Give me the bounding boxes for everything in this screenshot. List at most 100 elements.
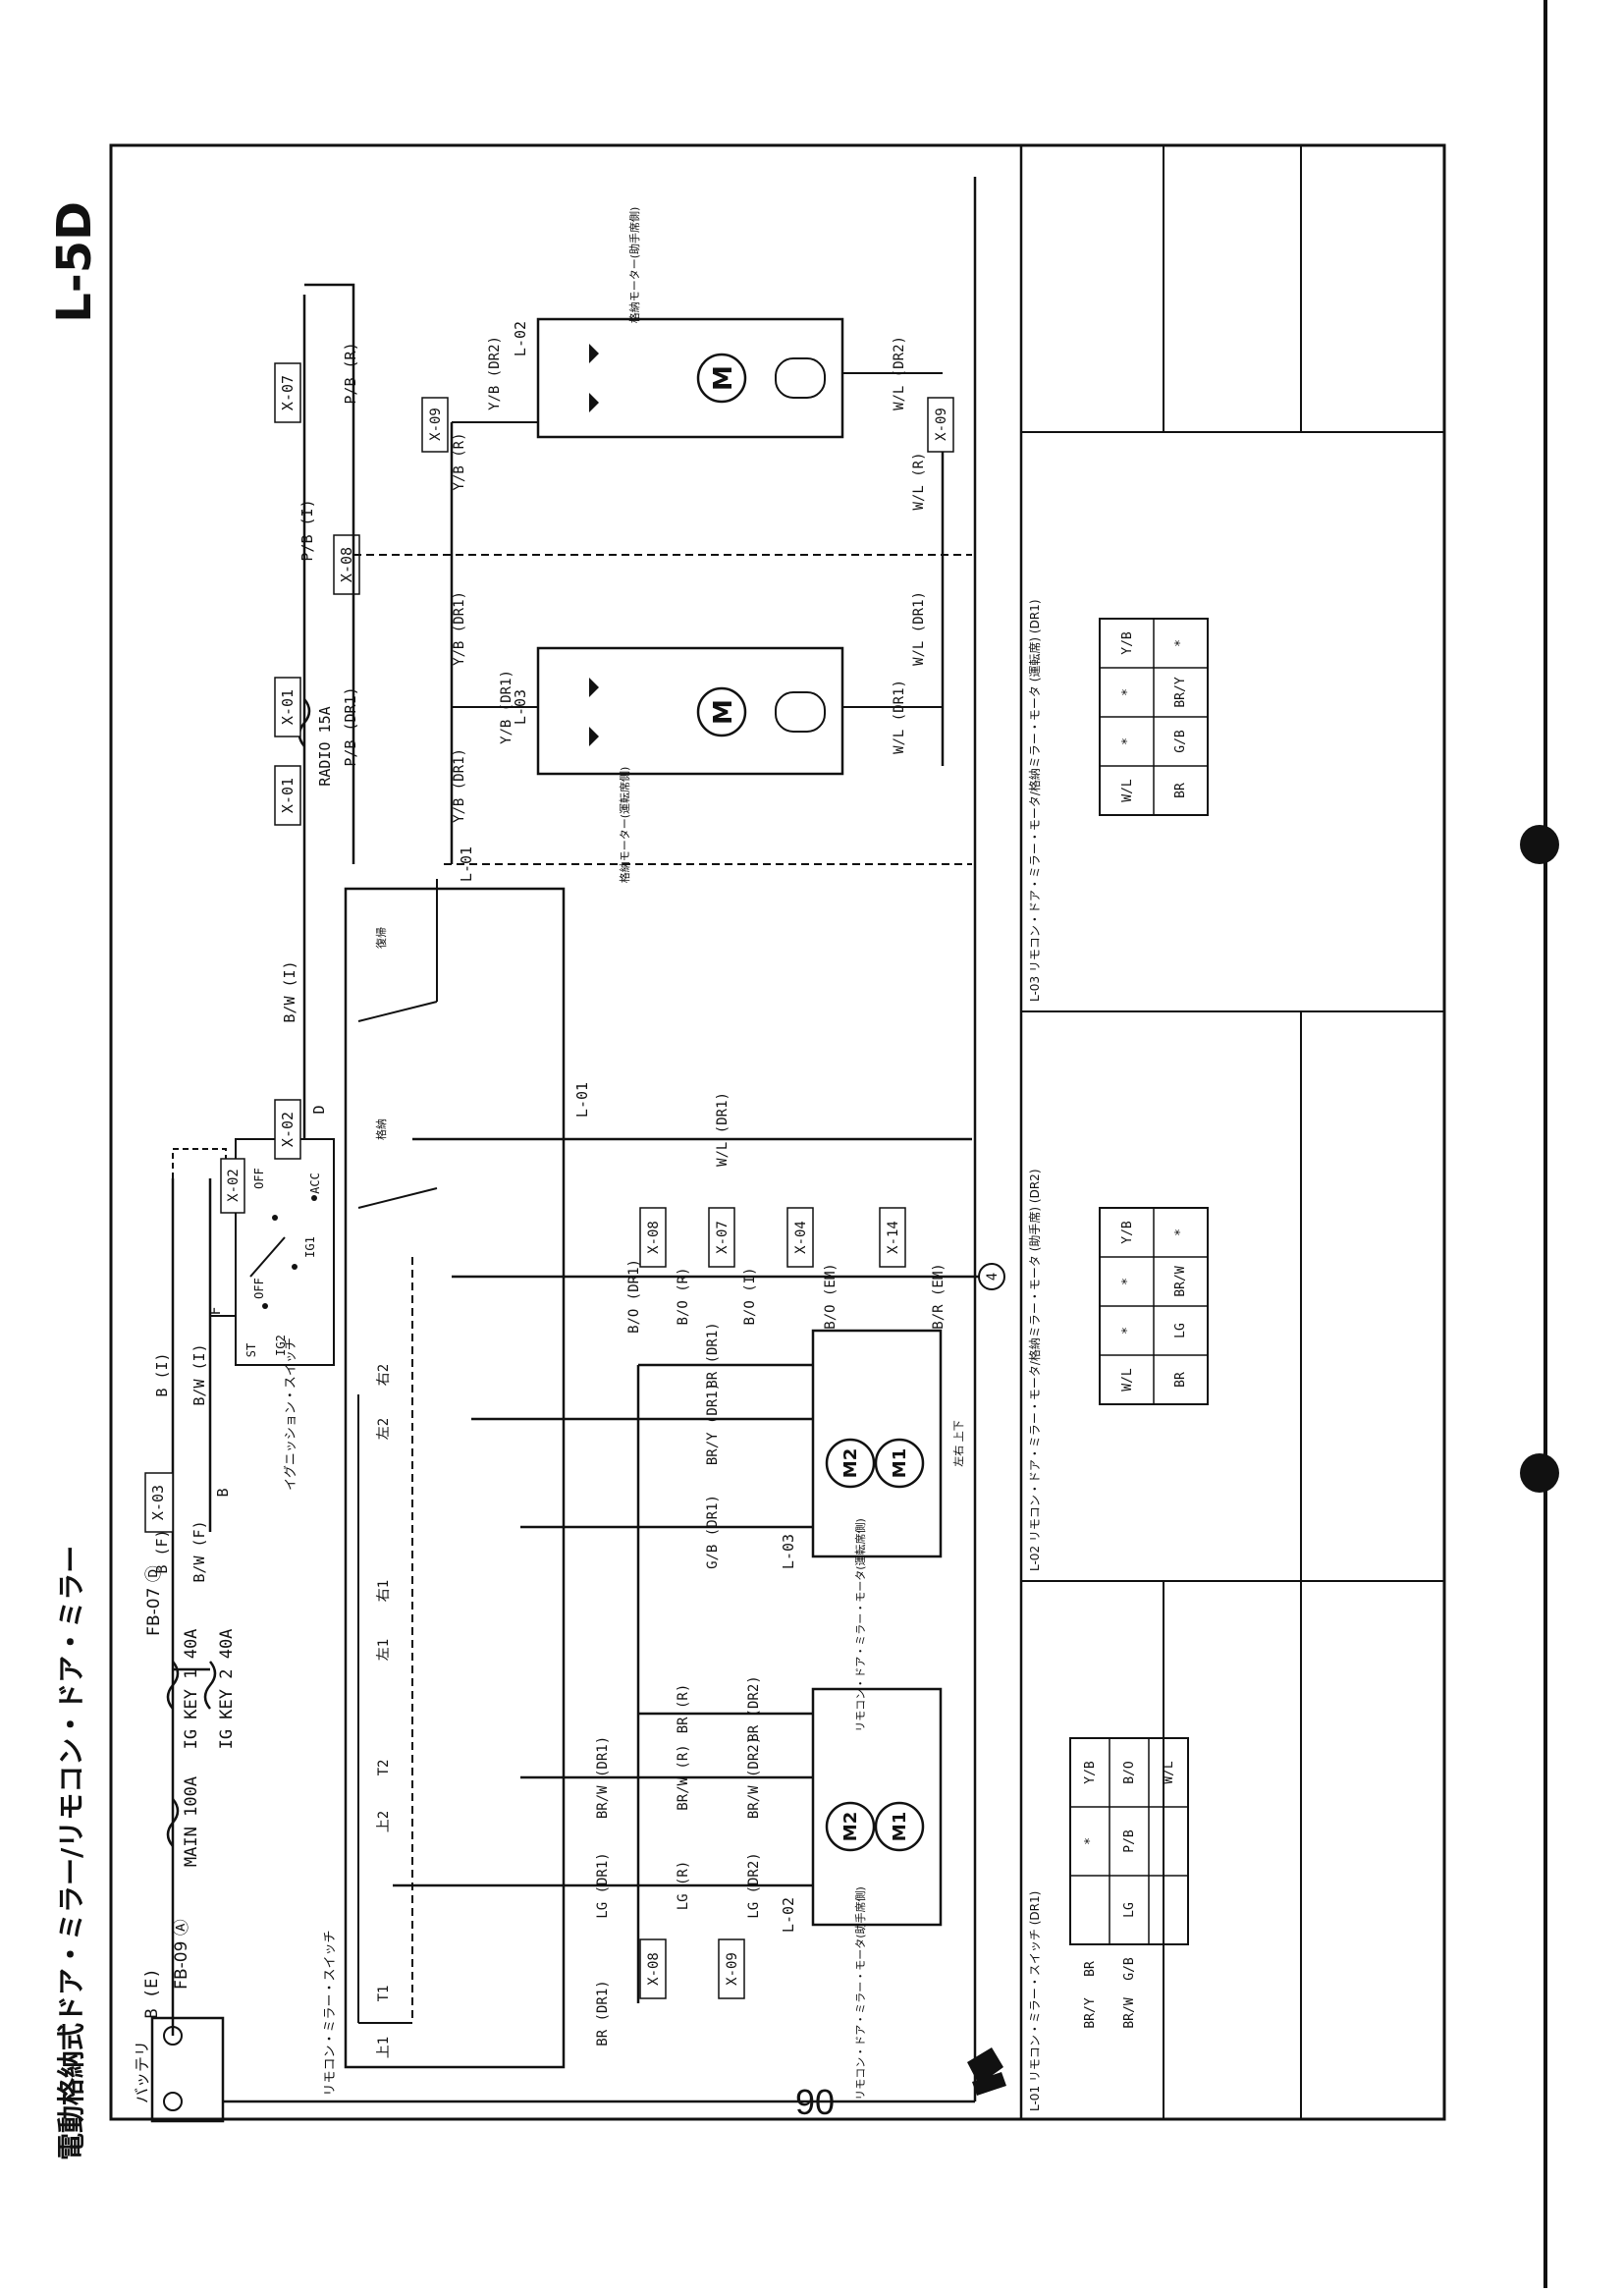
x02-top-connector [220,1158,245,1214]
l02-cell-0: W/L [1120,1368,1135,1392]
wire-bw-ign: B/W (I) [281,960,298,1022]
x14-connector [879,1207,906,1268]
wire-br-r: BR (R) [676,1684,691,1734]
radio-fuse-icon [298,698,311,747]
l01-cell-7: LG [1122,1902,1137,1918]
l02-motor-label: 格納モーター(助手席側) [627,207,641,324]
wire-b: B [214,1488,232,1497]
x08-mid-connector [639,1207,667,1268]
wire-wl-dr1-a: W/L (DR1) [911,591,927,666]
sw-r1: 右1 [376,1580,392,1602]
ig2-contact [262,1303,268,1309]
switch-conn-l01: L-01 [458,846,475,882]
ig-key1-fuse-icon [166,1661,180,1710]
x02-top-label: X-02 [226,1169,242,1202]
pb-loop-wire [304,283,355,864]
main-fuse-icon [166,1798,180,1847]
x08-bottom-connector [639,1938,667,1999]
l03-cell-3: Y/B [1120,631,1135,655]
ign-off: OFF [252,1278,266,1299]
l02-caption: L-02 リモコン・ドア・ミラー・モータ/格納ミラー・モータ (助手席) (DR… [1027,1169,1042,1571]
sw-t2: T2 [376,1760,392,1776]
wire-gb-dr1: G/B (DR1) [705,1495,721,1569]
retract-motor-l02-icon [696,353,747,404]
l03-cell-7: BR/Y [1173,677,1188,707]
l01-cell-5: BR/W [1122,1997,1137,2028]
wire-yb-dr1-a: Y/B (DR1) [452,748,467,823]
remote-as-m1: M1 [890,1812,910,1841]
wire-brw-dr1: BR/W (DR1) [595,1736,611,1819]
wire-yb-dr1-b: Y/B (DR1) [452,591,467,666]
wire-wl-r: W/L (R) [911,452,927,510]
wire-b-f: B (F) [153,1529,171,1573]
ig1-contact [292,1264,298,1270]
ign-ig2: IG2 [274,1335,288,1356]
ground-point-4 [978,1263,1005,1290]
ig-key2-fuse-icon [203,1661,217,1710]
wire-yb-dr2: Y/B (DR2) [487,336,503,410]
x07-label: X-07 [279,375,297,410]
sw-l2: 左2 [376,1418,392,1440]
wire-lg-r: LG (R) [676,1861,691,1911]
ign-contact-arm [249,1236,286,1278]
battery [150,2016,225,2123]
wire-br-dr2: BR (DR2) [746,1675,762,1741]
remote-motor-dr-m2-icon [825,1438,876,1489]
ign-off-2: OFF [252,1168,266,1189]
sw-l1: 左1 [376,1639,392,1661]
ig-key1-label: IG KEY 1 40A [182,1629,201,1750]
remote-motor-dr-m1-icon [874,1438,925,1489]
retract-motor-l03-icon [696,686,747,737]
wire-bo-i: B/O (I) [742,1267,758,1325]
remote-as-label: リモコン・ドア・ミラー・モータ(助手席側) [853,1886,867,2101]
remote-dr-label: リモコン・ドア・ミラー・モータ(運転席側) [853,1518,867,1732]
fb09-label: FB-09 Ⓐ [172,1919,191,1990]
l03-caption: L-03 リモコン・ドア・ミラー・モータ/格納ミラー・モータ (運転席) (DR… [1027,599,1042,1002]
retract-contact-2 [357,1001,438,1022]
l01-connector-grid [1069,1737,1189,1945]
l01-cell-8: P/B [1122,1829,1137,1853]
ign-acc: ACC [308,1173,322,1194]
l03-cell-4: * [1173,639,1188,647]
wire-lg-dr1: LG (DR1) [595,1852,611,1918]
sw-return: 復帰 [375,927,388,949]
remote-as-conn: L-02 [780,1897,797,1933]
x02-label: X-02 [279,1112,297,1147]
sw-r2: 右2 [376,1364,392,1386]
x09-bottom-connector [718,1938,745,1999]
remote-dr-m2: M2 [840,1448,861,1478]
l03-cell-6: G/B [1173,730,1188,753]
sw-retract: 格納 [374,1119,388,1140]
ign-term-d: D [310,1105,328,1114]
wire-wl-dr2: W/L (DR2) [892,336,907,410]
wire-bw-i: B/W (I) [190,1343,208,1405]
wire-pb-dr1: P/B (DR1) [342,686,359,766]
l03-motor-label: 格納モーター(運転席側) [618,767,631,884]
acc-contact [311,1195,317,1201]
l02-cell-6: LG [1173,1323,1188,1338]
l01-cell-3: * [1083,1837,1098,1845]
x07-connector [274,362,301,423]
wire-bo-r: B/O (R) [676,1267,691,1325]
wire-pb-i: P/B (I) [298,499,316,561]
wire-br-em: B/R (EM) [931,1263,947,1329]
diode-l03-icon [589,678,599,746]
l01-cell-0: BR/Y [1083,1997,1098,2028]
binder-line [1543,0,1547,2288]
retract-motor-l03-box [536,646,844,776]
ground-no: 4 [985,1273,1001,1281]
x09a-connector [421,397,449,453]
remote-dr-conn: L-03 [780,1534,797,1569]
page-number: 90 [794,2082,836,2122]
remote-motor-as-box [811,1687,943,1927]
x14-label: X-14 [886,1221,901,1254]
x01-connector [274,765,301,826]
wire-bo-em: B/O (EM) [823,1263,839,1329]
x02-connector [274,1099,301,1160]
l01-caption: L-01 リモコン・ミラー・スイッチ (DR1) [1028,1891,1042,2111]
l03-cell-1: * [1120,737,1135,745]
x09b-label: X-09 [934,408,949,441]
x04-connector [786,1207,814,1268]
wire-bry-dr1: BR/Y (DR1) [705,1383,721,1465]
